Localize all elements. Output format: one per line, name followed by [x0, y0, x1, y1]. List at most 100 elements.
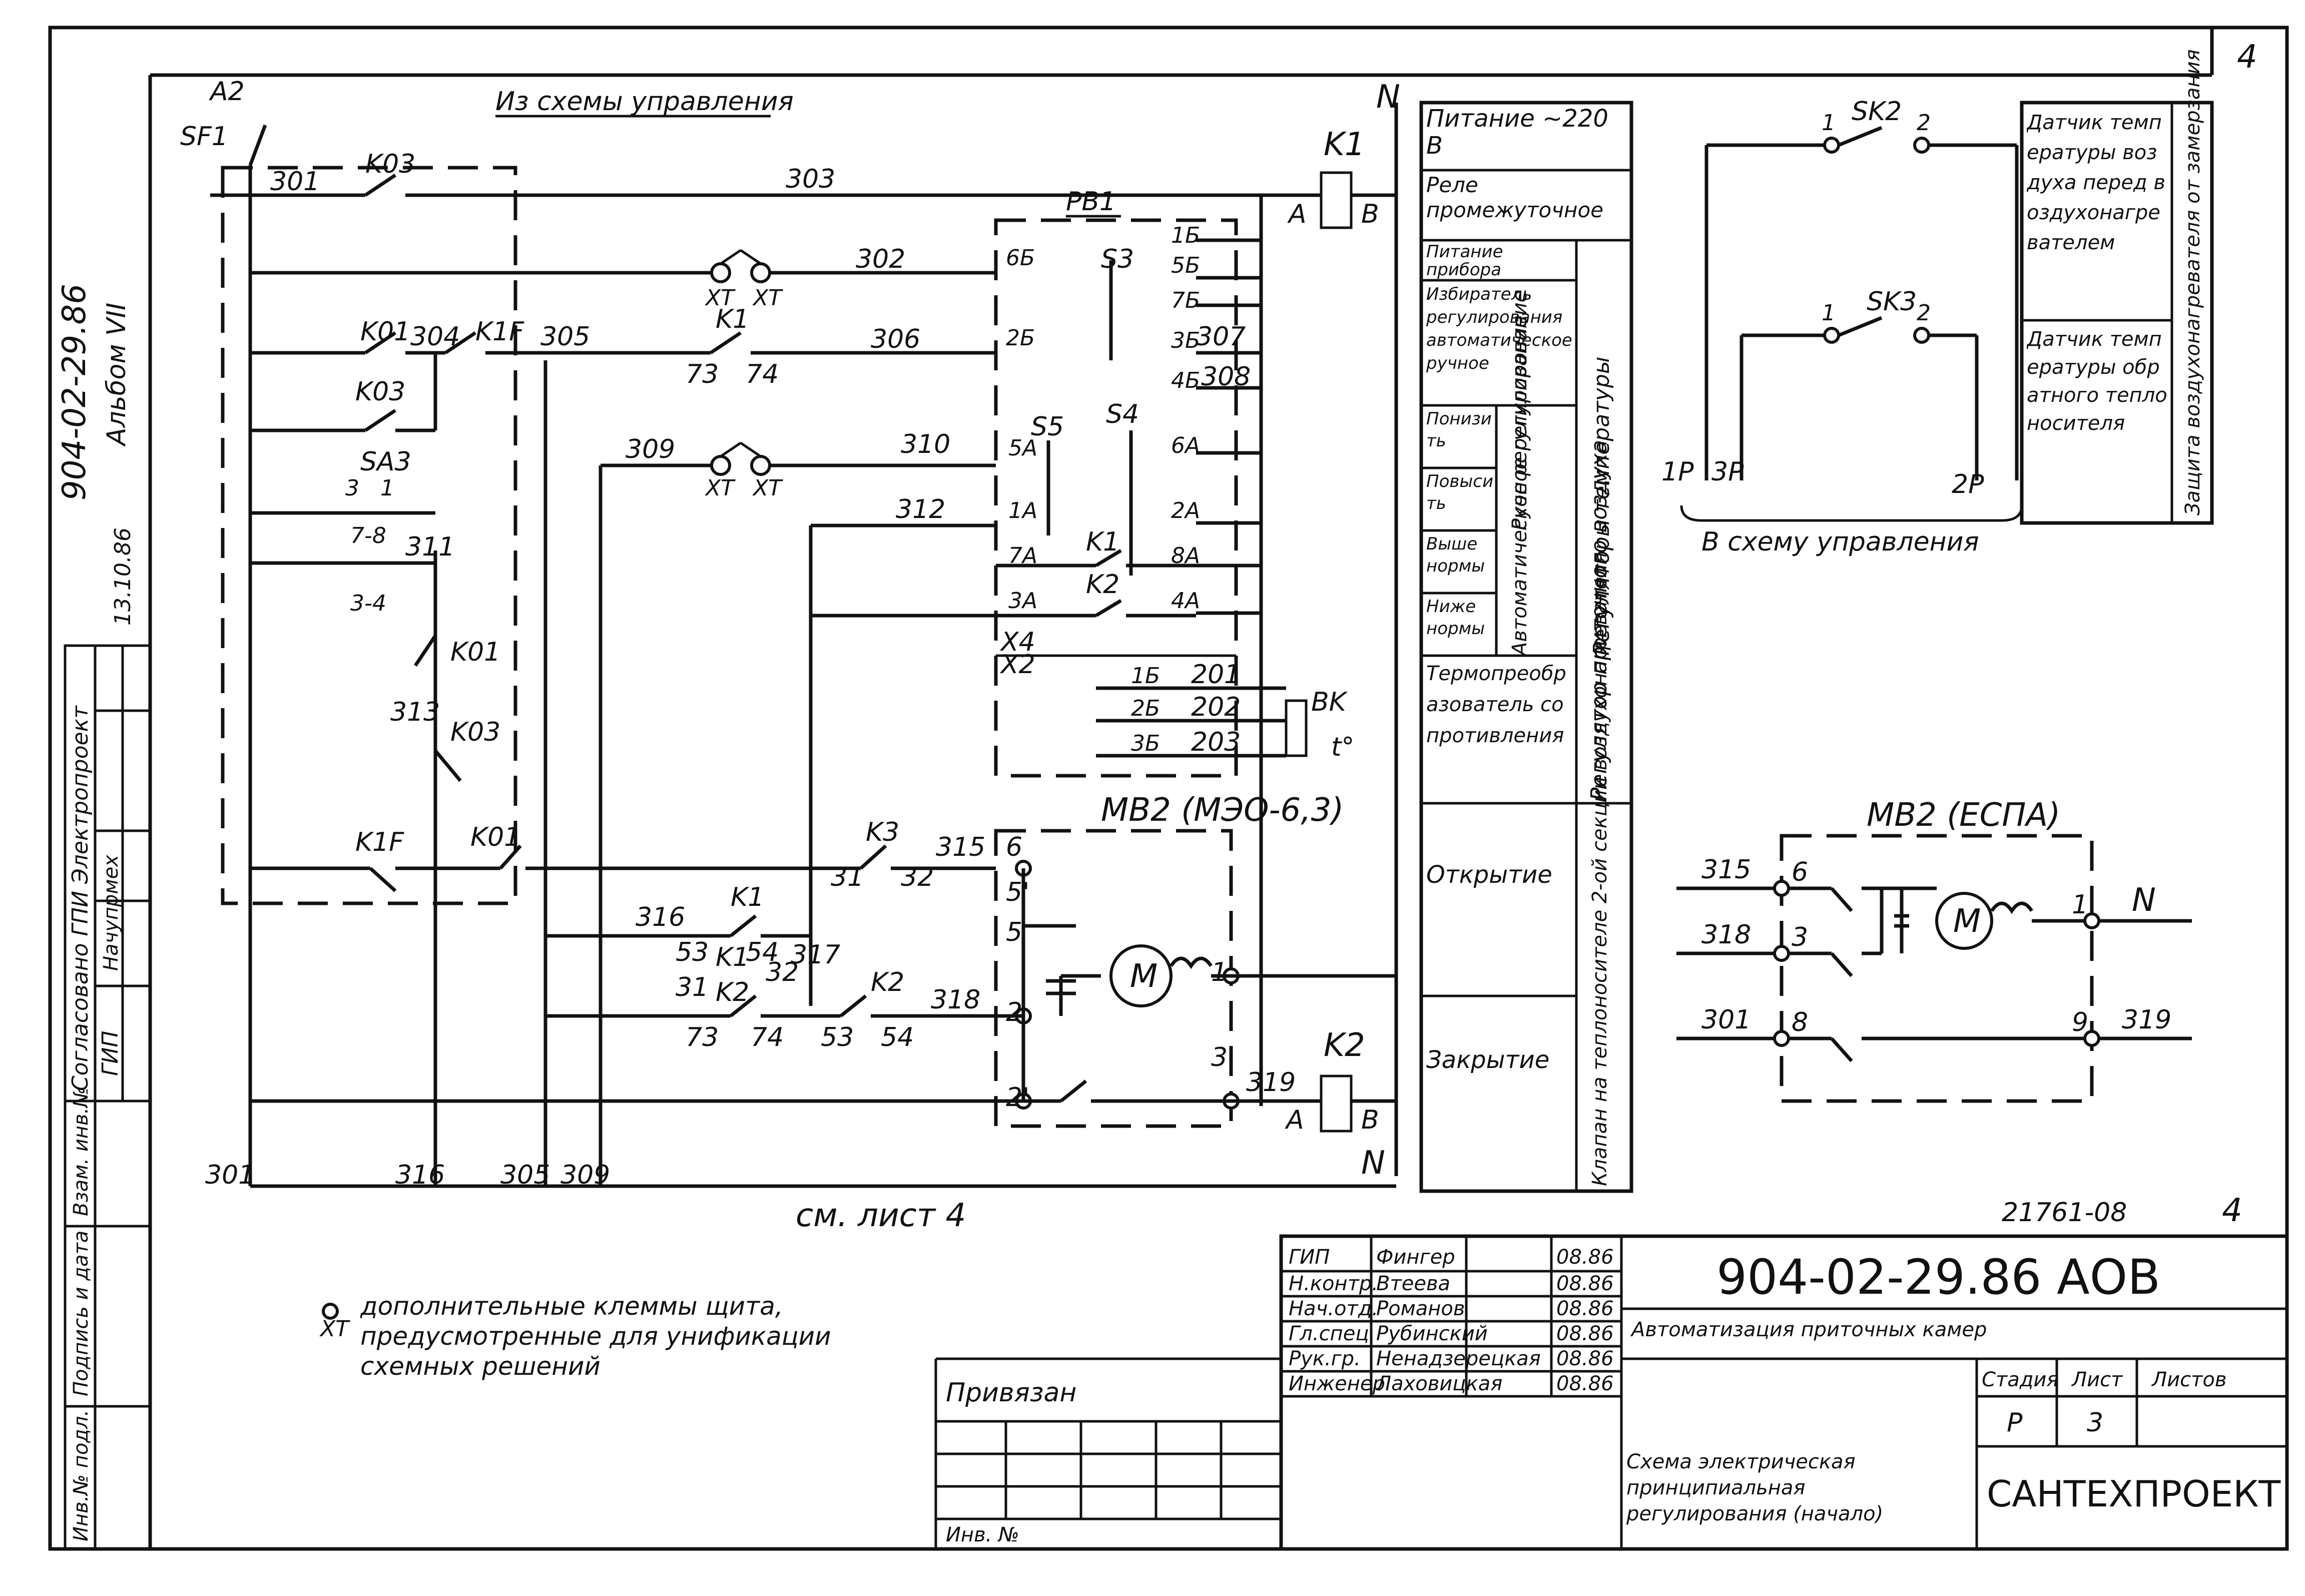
label-t0: t° — [1331, 732, 1354, 762]
label-w310: 310 — [901, 429, 950, 459]
legend-row-lower: Понизить — [1426, 409, 1492, 451]
label-w203: 203 — [1191, 727, 1241, 757]
svg-text:4A: 4A — [1171, 588, 1200, 614]
svg-text:7Б: 7Б — [1171, 288, 1200, 313]
label-w306: 306 — [871, 324, 920, 354]
tb-name-0: Фингер — [1376, 1246, 1455, 1269]
label-w315-r: 315 — [1701, 855, 1751, 885]
svg-text:54: 54 — [881, 1022, 914, 1052]
label-xt-1a: XT — [705, 285, 736, 311]
label-k01-a: K01 — [360, 317, 410, 347]
sensor-table: Датчик температуры воздуха перед воздухо… — [2020, 49, 2214, 525]
label-k1-306: K1 — [716, 304, 749, 334]
legend-side-reg-priv: Регулятор приточного воздуха — [1586, 440, 1612, 801]
label-k1-b: B — [1361, 199, 1379, 229]
legend-row-open: Открытие — [1426, 861, 1552, 889]
tb-title: Схема электрическая принципиальная регул… — [1626, 1450, 1884, 1525]
stamp-vzam: Взам. инв.№ — [70, 1087, 93, 1216]
label-x4: X4 — [999, 627, 1035, 657]
svg-text:3: 3 — [1792, 922, 1808, 952]
label-w318-left: 318 — [931, 985, 980, 1015]
label-w304: 304 — [410, 322, 460, 352]
svg-text:3A: 3A — [1008, 588, 1037, 614]
tb-date-1: 08.86 — [1556, 1272, 1614, 1295]
label-k1-a: A — [1287, 199, 1307, 229]
sheet-frame — [48, 26, 2289, 1551]
label-w303: 303 — [786, 164, 835, 194]
legend-row-power: Питание ~220 В — [1426, 105, 1608, 160]
sa3-block: K03 SA3 3 1 7-8 311 3-4 K01 313 K03 — [250, 353, 500, 871]
label-w311: 311 — [405, 532, 455, 562]
label-n-espa: N — [2132, 882, 2156, 919]
rung-312: 312 — [811, 494, 996, 618]
tb-role-0: ГИП — [1289, 1246, 1330, 1269]
label-2p: 2P — [1952, 469, 1984, 499]
label-w316-bot: 316 — [395, 1160, 445, 1190]
label-w313: 313 — [390, 697, 440, 727]
doc-sheet: 4 — [2222, 1192, 2242, 1229]
tb-name-4: Ненадзерецкая — [1376, 1347, 1541, 1370]
tb-project: Автоматизация приточных камер — [1630, 1318, 1987, 1341]
label-mb2-espa: MB2 (ЕСПА) — [1867, 797, 2060, 834]
svg-text:32: 32 — [901, 862, 934, 892]
label-s5: S5 — [1031, 412, 1064, 442]
vertical-code: 904-02-29.86 — [56, 284, 93, 500]
tb-role-3: Гл.спец. — [1289, 1322, 1375, 1345]
legend-table: Питание ~220 В Реле промежуточное Питани… — [1419, 101, 1633, 1193]
note-see-sheet: см. лист 4 — [796, 1197, 966, 1234]
label-w318-r: 318 — [1701, 920, 1751, 950]
label-sa3-1: 1 — [380, 475, 394, 501]
tb-stage-h: Стадия — [1982, 1368, 2058, 1391]
legend-side-ruchnoe: Ручное регулирование — [1508, 290, 1531, 530]
label-w301-bot: 301 — [205, 1160, 255, 1190]
svg-text:8: 8 — [1792, 1007, 1808, 1037]
label-pb1: PB1 — [1066, 187, 1116, 217]
rung-302: XT XT 302 — [250, 244, 996, 311]
bk-sensor: 1Б 2Б 3Б 201 202 203 BK t° — [1096, 660, 1354, 762]
rung-303: 301 K03 303 K1 A B N — [250, 79, 1400, 1106]
label-w319-left: 319 — [1246, 1068, 1296, 1098]
label-k2-318: K2 — [871, 967, 904, 997]
legend-row-raise: Повысить — [1426, 471, 1494, 513]
svg-text:6A: 6A — [1171, 433, 1200, 458]
label-sa3-3: 3 — [345, 475, 359, 501]
k2-coil — [1320, 1075, 1353, 1133]
sk-sensors: SK2 1 2 SK3 1 2 1P 3P 2P В схему управле… — [1661, 97, 2023, 557]
tb-date-2: 08.86 — [1556, 1297, 1614, 1320]
label-w308: 308 — [1201, 362, 1251, 392]
label-74: 74 — [746, 359, 779, 389]
rung-316-318: 316 K1 53 54 317 K1 31 32 K2 73 74 53 54… — [545, 882, 1023, 1052]
svg-text:5Б: 5Б — [1171, 253, 1200, 278]
note-from-control: Из схемы управления — [495, 87, 794, 117]
rung-319: 319 K2 A B N — [250, 1027, 1396, 1182]
label-k1f-bot: K1F — [355, 827, 404, 857]
label-k2-coil: K2 — [1324, 1027, 1365, 1064]
stamp-agreed: Согласовано ГПИ Электропроект — [68, 705, 93, 1091]
label-w302: 302 — [856, 244, 905, 274]
tb-date-5: 08.86 — [1556, 1372, 1614, 1395]
legend-row-thermo: Термопреобразователь сопротивления — [1426, 662, 1566, 747]
tb-listov-h: Листов — [2151, 1368, 2226, 1391]
svg-text:5: 5 — [1006, 917, 1022, 947]
title-block: Привязан Инв. № ГИП Фингер 08.86 Н.контр… — [934, 1234, 2289, 1551]
tb-name-2: Романов — [1376, 1297, 1465, 1320]
label-xt-1b: XT — [752, 285, 783, 311]
corner-sheet-number: 4 — [2237, 39, 2257, 76]
label-w301: 301 — [270, 167, 320, 197]
label-k01-c: K01 — [470, 822, 520, 852]
svg-text:2Б: 2Б — [1131, 696, 1160, 721]
svg-text:2: 2 — [1917, 110, 1931, 136]
sf1-breaker: A2 SF1 — [180, 77, 267, 197]
legend-row-below: Ниже нормы — [1426, 597, 1485, 639]
tb-list-h: Лист — [2071, 1368, 2123, 1391]
label-w317: 317 — [791, 940, 840, 970]
stamp-inv-podl: Инв.№ подл. — [70, 1410, 93, 1541]
left-stamp-strip: Согласовано ГПИ Электропроект ГИП Начупр… — [64, 644, 152, 1550]
svg-text:2Б: 2Б — [1006, 325, 1035, 351]
label-sk3: SK3 — [1867, 287, 1917, 317]
label-sf1: SF1 — [180, 122, 228, 152]
label-s3: S3 — [1101, 244, 1134, 274]
mb2-espa-box — [1780, 834, 2094, 1103]
label-w301-r: 301 — [1701, 1005, 1751, 1035]
